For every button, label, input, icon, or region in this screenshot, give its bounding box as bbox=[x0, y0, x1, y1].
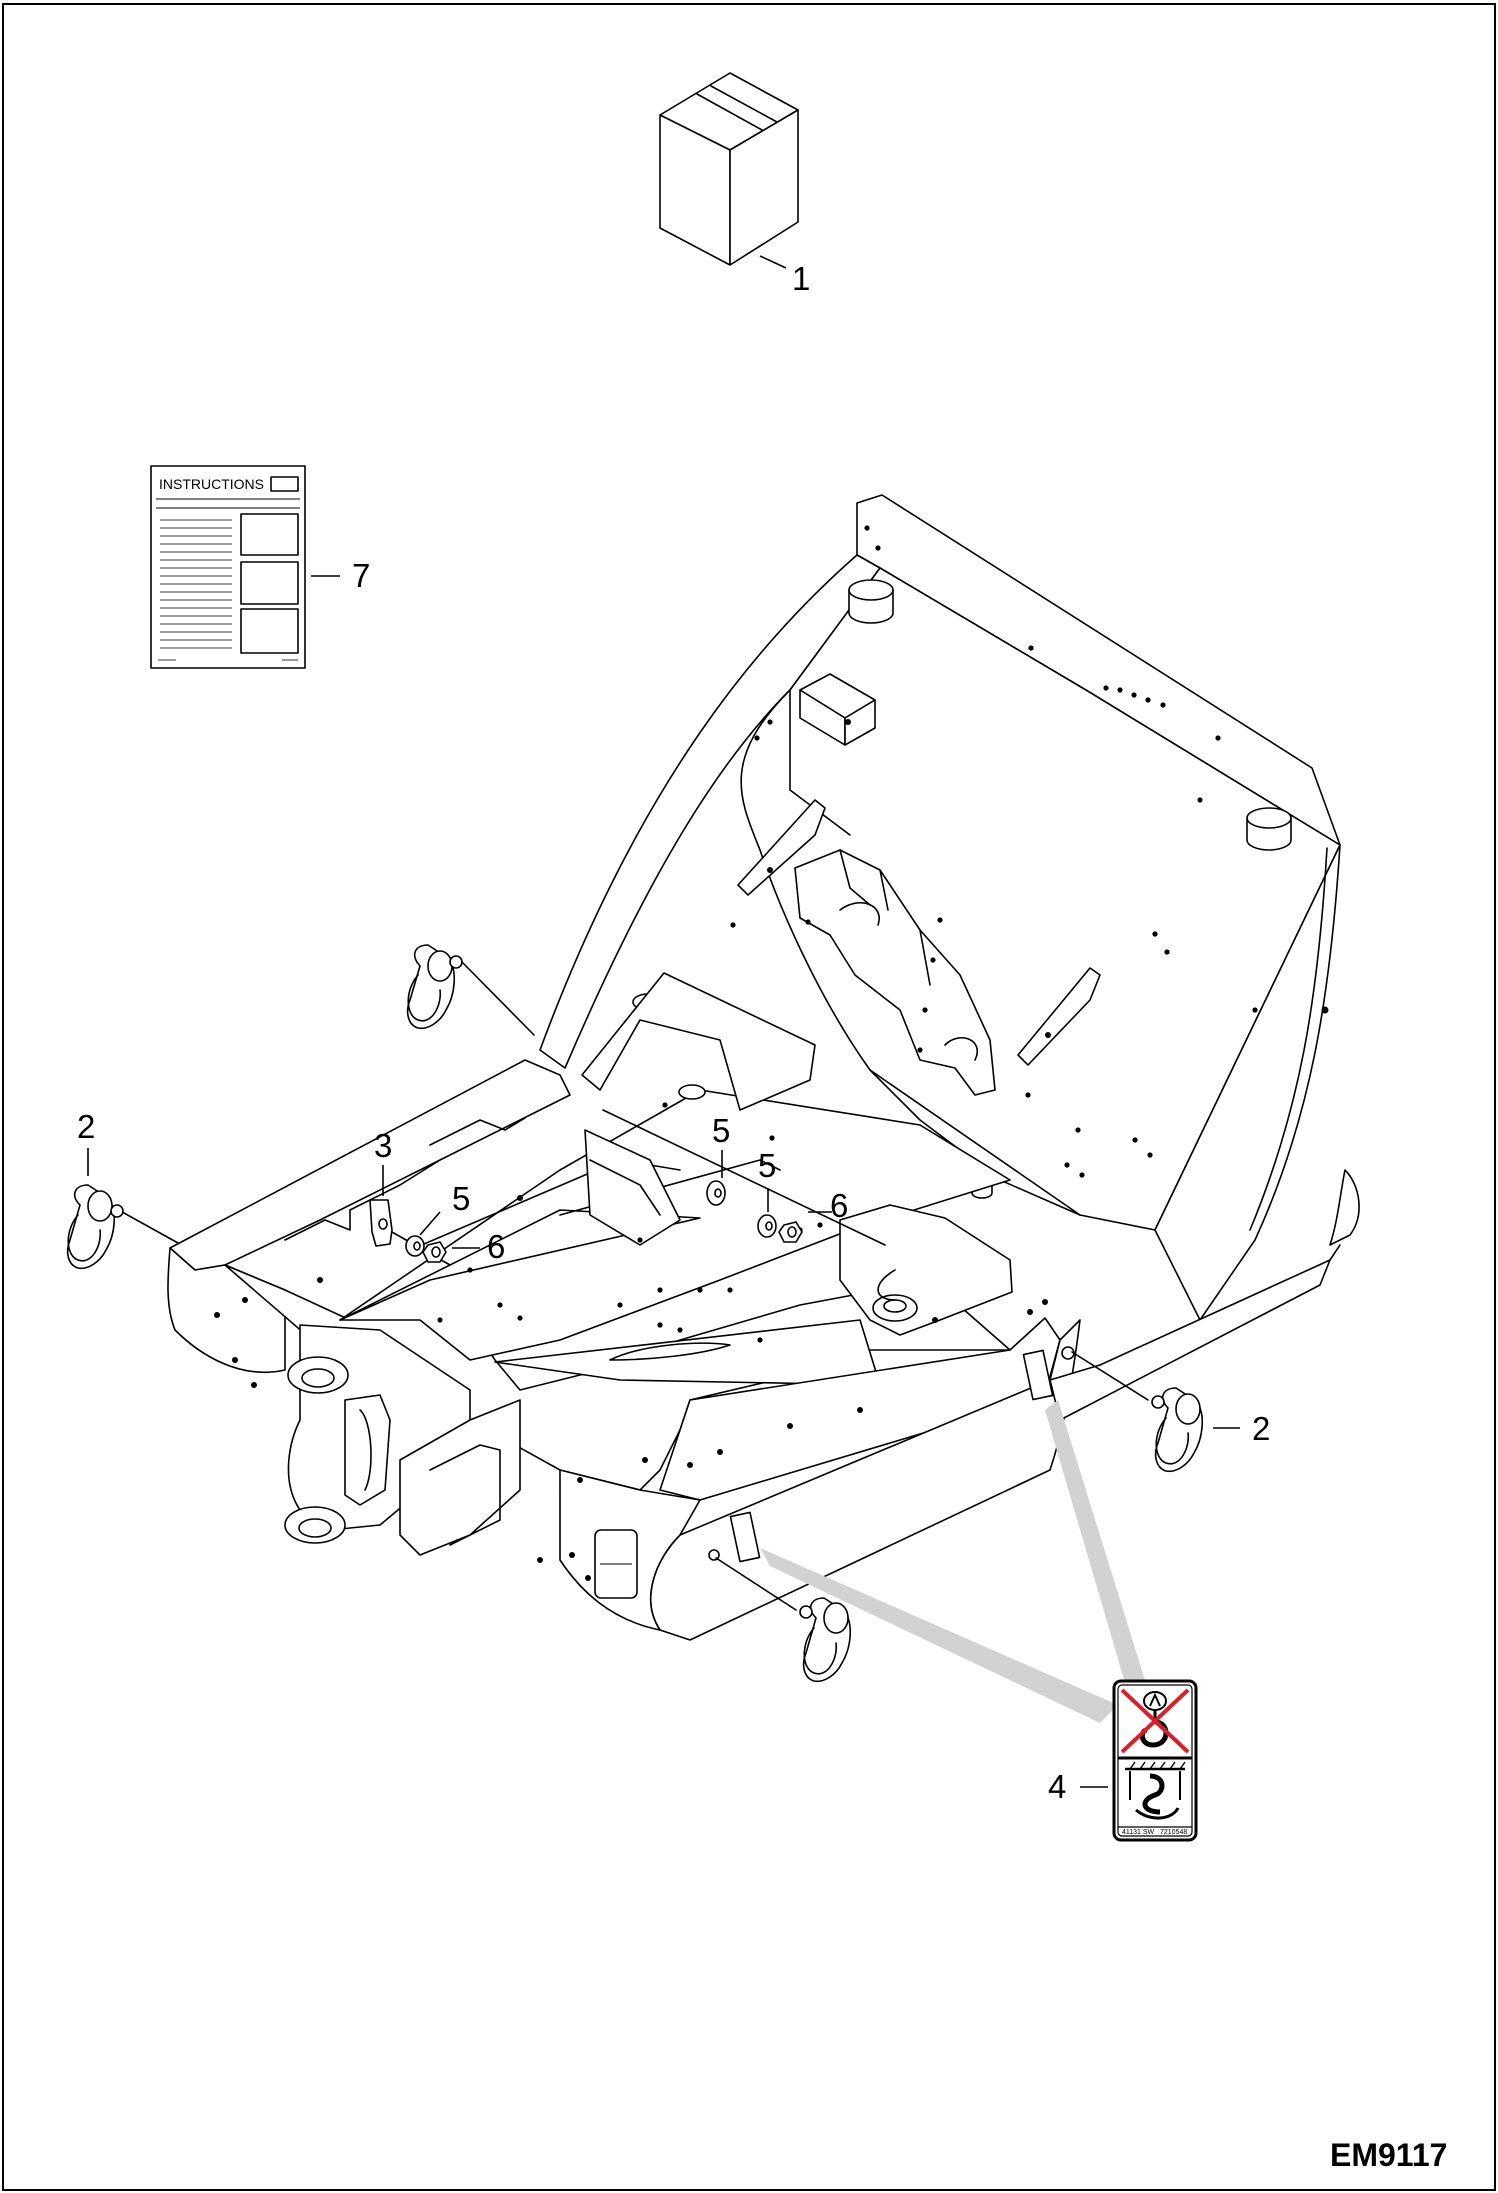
washer-left bbox=[405, 1235, 425, 1257]
callout-6-left: 6 bbox=[487, 1228, 505, 1265]
tie-down-decal: 41131 SW 7210548 bbox=[1112, 1679, 1198, 1842]
tie-down-loop-front-right bbox=[1071, 1351, 1203, 1473]
decal-pointer-beam-front bbox=[760, 1548, 1118, 1723]
wall-holes bbox=[730, 525, 1329, 1178]
decal-pointer-beam-right bbox=[1045, 1400, 1148, 1700]
callout-2-left: 2 bbox=[77, 1108, 95, 1145]
boom-swing-yoke bbox=[284, 1324, 521, 1556]
tie-down-loop-rear-left bbox=[66, 1184, 179, 1270]
front-slot bbox=[594, 1529, 638, 1599]
callout-5-center-top: 5 bbox=[712, 1112, 730, 1149]
decal-part-no-right: 7210548 bbox=[1160, 1829, 1187, 1836]
spacer-left bbox=[369, 1199, 393, 1247]
instructions-sheet: INSTRUCTIONS bbox=[150, 465, 306, 669]
callout-3: 3 bbox=[374, 1127, 392, 1164]
tie-down-hook-icon bbox=[1125, 1761, 1186, 1820]
lift-hook-crossed-out-icon bbox=[1120, 1688, 1190, 1754]
lower-chassis bbox=[167, 972, 1341, 1641]
callout-1: 1 bbox=[792, 260, 810, 297]
callout-2-right: 2 bbox=[1252, 1410, 1270, 1447]
instructions-title: INSTRUCTIONS bbox=[159, 476, 264, 492]
nut-left bbox=[422, 1241, 447, 1263]
sheet-id: EM9117 bbox=[1330, 2137, 1447, 2173]
rail-top-hole-2 bbox=[678, 1084, 706, 1100]
callout-6-center: 6 bbox=[830, 1187, 848, 1224]
leader-1 bbox=[759, 255, 787, 269]
callout-7: 7 bbox=[352, 557, 370, 594]
decal-location-right bbox=[1022, 1349, 1054, 1401]
callout-4: 4 bbox=[1048, 1768, 1066, 1805]
callout-5-center: 5 bbox=[758, 1147, 776, 1184]
tie-down-loop-rear-upper bbox=[406, 944, 535, 1036]
callout-5-left: 5 bbox=[452, 1180, 470, 1217]
rear-boss-left bbox=[848, 579, 894, 624]
kit-box-icon bbox=[659, 72, 799, 266]
leader-5-left bbox=[419, 1211, 441, 1236]
decal-location-front bbox=[729, 1511, 761, 1563]
washer-center-top bbox=[706, 1180, 726, 1206]
upper-frame-weldment bbox=[539, 494, 1360, 1321]
tie-down-loop-front-bottom bbox=[715, 1557, 851, 1683]
top-bracket bbox=[799, 673, 876, 746]
decal-part-no-left: 41131 SW bbox=[1122, 1829, 1155, 1836]
hardware-axis-center bbox=[602, 1109, 886, 1246]
page-border bbox=[2, 3, 1496, 2191]
washer-center bbox=[757, 1214, 777, 1238]
nut-center bbox=[778, 1221, 803, 1243]
rear-boss-right bbox=[1246, 807, 1292, 851]
